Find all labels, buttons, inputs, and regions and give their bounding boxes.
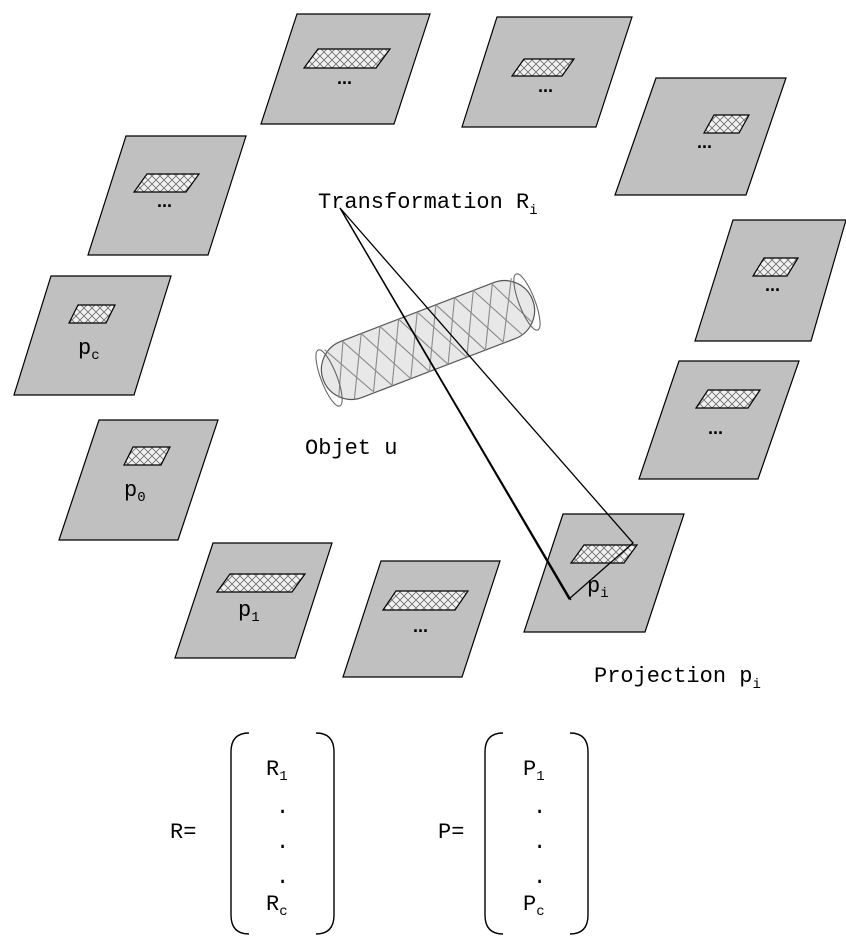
matrix-r-dot: . <box>276 795 289 820</box>
ellipsis-label: ... <box>708 418 723 438</box>
matrix-p-dot: . <box>533 830 546 855</box>
projection-planes: ... ... ... ... pc p0 <box>13 13 846 678</box>
matrix-r-first: R1 <box>266 757 288 785</box>
transformation-rays <box>339 207 634 601</box>
plane-pi: pi <box>523 513 685 633</box>
ellipsis-label: ... <box>538 76 553 96</box>
plane-left-upper: ... <box>87 135 247 256</box>
ellipsis-label: ... <box>765 275 780 295</box>
matrix-p-left-paren <box>484 732 504 935</box>
matrix-p-dot: . <box>533 865 546 890</box>
matrix-p-first: P1 <box>523 757 545 785</box>
p0-label: p0 <box>124 478 146 506</box>
plane-bottom-middle: ... <box>342 560 501 678</box>
projection-label: Projection pi <box>594 664 761 693</box>
plane-pc: pc <box>13 275 172 396</box>
ellipsis-label: ... <box>413 616 428 636</box>
ellipsis-label: ... <box>157 191 172 211</box>
object-label: Objet u <box>305 436 397 461</box>
plane-top-center: ... <box>461 16 633 128</box>
object-mesh <box>315 273 541 407</box>
p1-label: p1 <box>238 598 260 626</box>
plane-p1: p1 <box>174 542 333 659</box>
projection-ray <box>339 207 572 601</box>
plane-right-lower: ... <box>638 360 800 480</box>
matrix-r: R= R1 . . . Rc <box>170 732 335 935</box>
matrix-r-dot: . <box>276 830 289 855</box>
matrix-p-dot: . <box>533 795 546 820</box>
ellipsis-label: ... <box>697 132 712 152</box>
plane-top-right: ... <box>614 77 787 196</box>
pc-label: pc <box>78 336 100 364</box>
matrix-p: P= P1 . . . Pc <box>438 732 589 935</box>
plane-top-left: ... <box>260 13 431 125</box>
matrix-r-right-paren <box>315 732 335 935</box>
transformation-label: Transformation Ri <box>318 190 538 219</box>
matrix-p-last: Pc <box>523 892 545 920</box>
ellipsis-label: ... <box>337 68 352 88</box>
matrix-r-left-paren <box>230 732 250 935</box>
matrix-r-last: Rc <box>266 892 288 920</box>
matrix-r-lhs: R= <box>170 820 196 845</box>
matrix-p-lhs: P= <box>438 820 464 845</box>
plane-right-upper: ... <box>694 219 846 342</box>
plane-p0: p0 <box>58 419 219 541</box>
matrix-r-dot: . <box>276 865 289 890</box>
matrix-p-right-paren <box>569 732 589 935</box>
